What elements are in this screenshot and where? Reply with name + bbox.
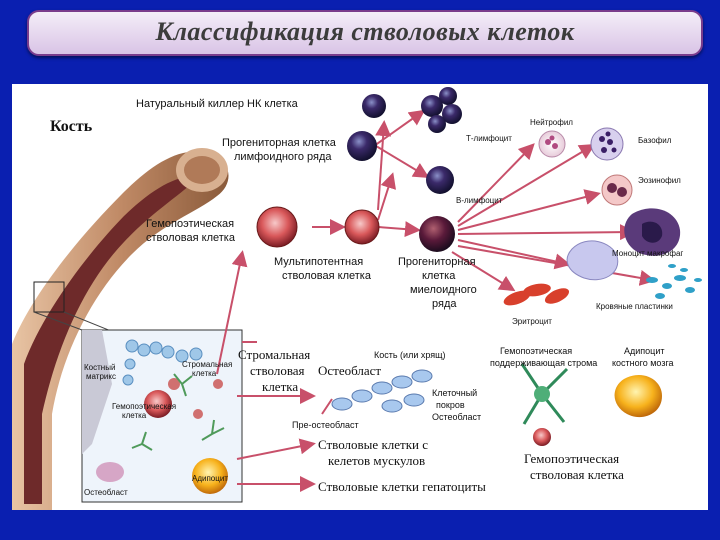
label-adipocyte-2: костного мозга [612,358,674,368]
label-adipocyte-1: Адипоцит [624,346,665,356]
diagram-graphics [12,87,702,510]
label-eosinophil: Эозинофил [638,176,681,185]
eosinophil-cell [601,174,633,206]
label-monocyte: Моноцит макрофаг [612,249,684,258]
label-erythrocyte: Эритроцит [512,317,552,326]
label-cell-cover-2: покров [436,400,465,410]
inset-label-matrix-1: Костный [84,363,116,372]
inset-label-hsc-1: Гемопоэтическая [112,402,177,411]
label-b-cell: В-лимфоцит [456,196,503,205]
label-hsc-support-1: Гемопоэтическая [500,346,573,356]
inset-label-hsc-2: клетка [122,411,147,420]
label-hsc-2: стволовая клетка [146,232,235,244]
label-hsc-support-2: поддерживающая строма [490,358,598,368]
adipocyte-cell [614,375,662,418]
label-hsc2-2: стволовая клетка [530,467,624,482]
nk-cell [362,94,386,118]
label-multi-2: стволовая клетка [282,270,371,282]
t-cells [421,87,462,133]
label-stromal-1: Стромальная [238,347,311,362]
slide-title: Классификация стволовых клеток [155,17,575,46]
label-nk: Натуральный киллер НК клетка [136,98,298,110]
neutrophil-cell [538,130,566,158]
hsc-small-cell [533,428,551,446]
diagram-panel: Натуральный киллер НК клетка Кость Проге… [12,84,708,510]
b-cell [426,166,454,194]
label-myelo-4: ряда [432,298,457,310]
label-basophil: Базофил [638,136,672,145]
label-cell-cover-1: Клеточный [432,388,478,398]
label-hepatocytes: Стволовые клетки гепатоциты [318,479,486,494]
label-lymph-prog-2: лимфоидного ряда [234,151,332,163]
label-hsc-1: Гемопоэтическая [146,218,235,230]
inset-label-osteoblast: Остеобласт [84,488,128,497]
label-preosteoblast: Пре-остеобласт [292,420,359,430]
multipotent-cell [344,209,380,245]
label-bone: Кость [50,118,93,135]
label-bone-cartilage: Кость (или хрящ) [374,350,446,360]
inset-label-stromal-1: Стромальная [182,360,233,369]
label-cell-cover-3: Остеобласт [432,412,482,422]
label-platelets: Кровяные пластинки [596,302,673,311]
label-muscle-1: Стволовые клетки с [318,437,428,452]
differentiation-arrows [216,109,656,492]
lymphoid-progenitor-cell [347,131,377,161]
label-myelo-2: клетка [422,270,456,282]
marrow-inset [81,329,243,503]
label-myelo-1: Прогениторная [398,256,476,268]
label-stromal-3: клетка [262,379,299,394]
stromal-cell [520,363,569,425]
erythrocytes [503,283,570,306]
hsc-cell [256,206,298,248]
label-neutrophil: Нейтрофил [530,118,573,127]
macrophage-cell [566,240,619,281]
label-stromal-2: стволовая [250,363,305,378]
label-multi-1: Мультипотентная [274,256,364,268]
title-bar: Классификация стволовых клеток [27,10,703,56]
label-lymph-prog-1: Прогениторная клетка [222,137,336,149]
label-myelo-3: миелоидного [410,284,477,296]
inset-label-stromal-2: клетка [192,369,217,378]
label-hsc2-1: Гемопоэтическая [524,451,620,466]
platelets-cluster [646,264,702,299]
label-muscle-2: келетов мускулов [328,453,426,468]
inset-label-adipocyte: Адипоцит [192,474,228,483]
inset-label-matrix-2: матрикс [86,372,116,381]
myeloid-progenitor-cell [419,216,455,252]
label-t-cell: Т-лимфоцит [466,134,512,143]
bone-illustration [12,148,243,510]
label-osteoblast: Остеобласт [318,363,382,378]
osteoblast-chain [331,369,433,413]
